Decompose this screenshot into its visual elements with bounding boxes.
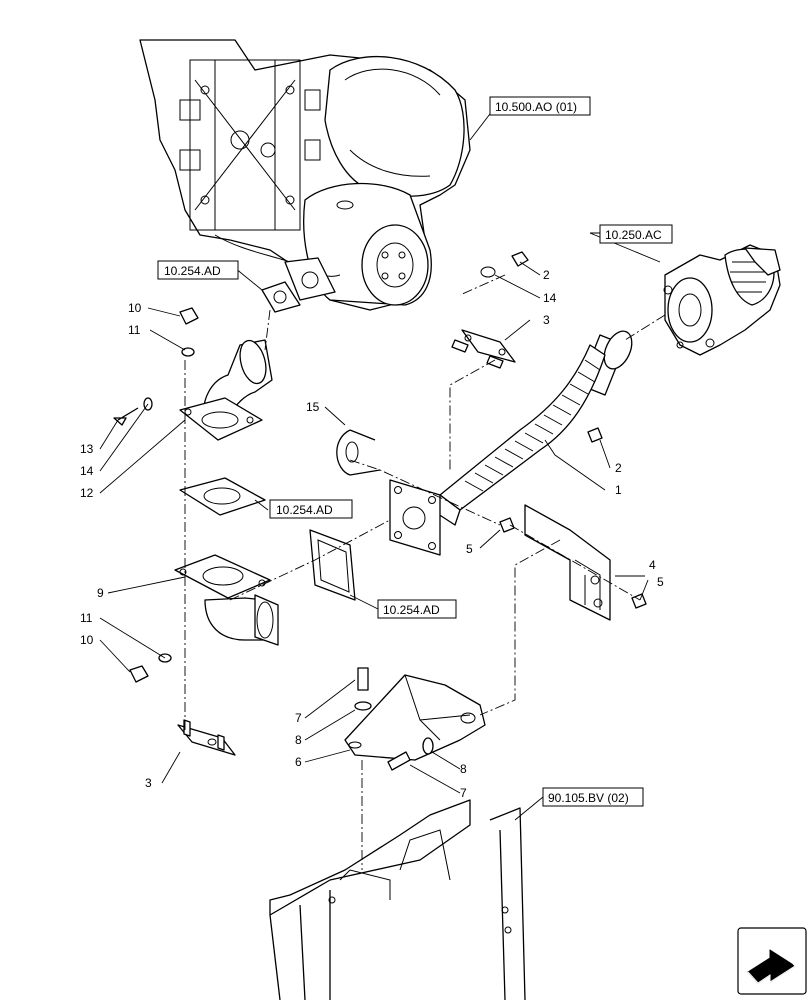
u-bolt <box>336 429 381 476</box>
reference-gasket-top[interactable]: 10.254.AD <box>157 260 239 280</box>
nut-bracket-left <box>499 517 515 533</box>
reference-engine-label: 10.500.AO (01) <box>495 100 577 114</box>
callout-4: 4 <box>649 558 656 572</box>
reference-frame[interactable]: 90.105.BV (02) <box>542 787 644 807</box>
callout-11-upper: 11 <box>128 323 141 337</box>
callout-7-lower: 7 <box>460 786 467 800</box>
nut-mid <box>587 427 603 443</box>
callout-8-lower: 8 <box>460 762 467 776</box>
callout-14-left: 14 <box>80 464 94 478</box>
turbocharger <box>663 244 781 356</box>
next-page-button[interactable] <box>737 927 807 995</box>
callout-11-lower: 11 <box>80 611 93 625</box>
callout-13: 13 <box>80 442 94 456</box>
elbow-pipe-upper <box>179 339 273 441</box>
bellows-exhaust-pipe <box>434 330 633 526</box>
flat-gasket-upper <box>179 477 266 516</box>
reference-gasket-mid[interactable]: 10.254.AD <box>269 499 353 519</box>
square-gasket <box>309 529 356 601</box>
callout-3-upper: 3 <box>543 313 550 327</box>
callout-10-lower: 10 <box>80 633 94 647</box>
reference-gasket-mid-label: 10.254.AD <box>276 503 333 517</box>
nut-bracket-right <box>631 593 647 609</box>
reference-gasket-low-label: 10.254.AD <box>383 603 440 617</box>
callout-2-upper: 2 <box>543 268 550 282</box>
callout-14-right: 14 <box>543 291 557 305</box>
pipe-support-bracket <box>524 504 611 621</box>
washer-8-lower <box>422 737 434 755</box>
reference-gasket-low[interactable]: 10.254.AD <box>377 599 457 619</box>
callout-5-right: 5 <box>657 575 664 589</box>
elbow-pipe-lower <box>174 554 279 646</box>
bolt-13 <box>113 407 139 426</box>
reference-gasket-top-label: 10.254.AD <box>164 264 221 278</box>
callout-10-upper: 10 <box>128 301 142 315</box>
callout-2-mid: 2 <box>615 461 622 475</box>
callout-6: 6 <box>295 755 302 769</box>
clamp-plate-lower <box>177 719 236 756</box>
callout-5-left: 5 <box>466 542 473 556</box>
bolt-7-upper <box>357 667 369 691</box>
bolt-7-lower <box>387 751 411 771</box>
reference-turbo-label: 10.250.AC <box>605 228 662 242</box>
callout-9: 9 <box>97 586 104 600</box>
callout-7-upper: 7 <box>295 711 302 725</box>
reference-engine[interactable]: 10.500.AO (01) <box>489 96 591 116</box>
chassis-frame <box>269 799 526 1000</box>
arrow-next-page-icon <box>747 949 796 984</box>
callout-3-lower: 3 <box>145 776 152 790</box>
washer-8-upper <box>354 701 372 711</box>
callout-15: 15 <box>306 400 320 414</box>
callout-numbers: 1 2 2 3 3 4 5 5 6 7 7 8 8 9 10 10 11 11 … <box>80 268 664 800</box>
pipe-square-flange <box>389 479 441 556</box>
callout-1: 1 <box>615 483 622 497</box>
reference-turbo[interactable]: 10.250.AC <box>599 224 673 244</box>
reference-frame-label: 90.105.BV (02) <box>548 791 629 805</box>
clamp-plate-top <box>451 329 516 369</box>
callout-8-upper: 8 <box>295 733 302 747</box>
assembly-lines <box>184 274 666 870</box>
callout-12: 12 <box>80 486 94 500</box>
mounting-bracket <box>344 674 486 761</box>
nut-10-lower <box>129 665 149 683</box>
engine-assembly <box>139 39 471 313</box>
nut-10-upper <box>179 307 199 325</box>
nut-upper <box>480 251 529 278</box>
